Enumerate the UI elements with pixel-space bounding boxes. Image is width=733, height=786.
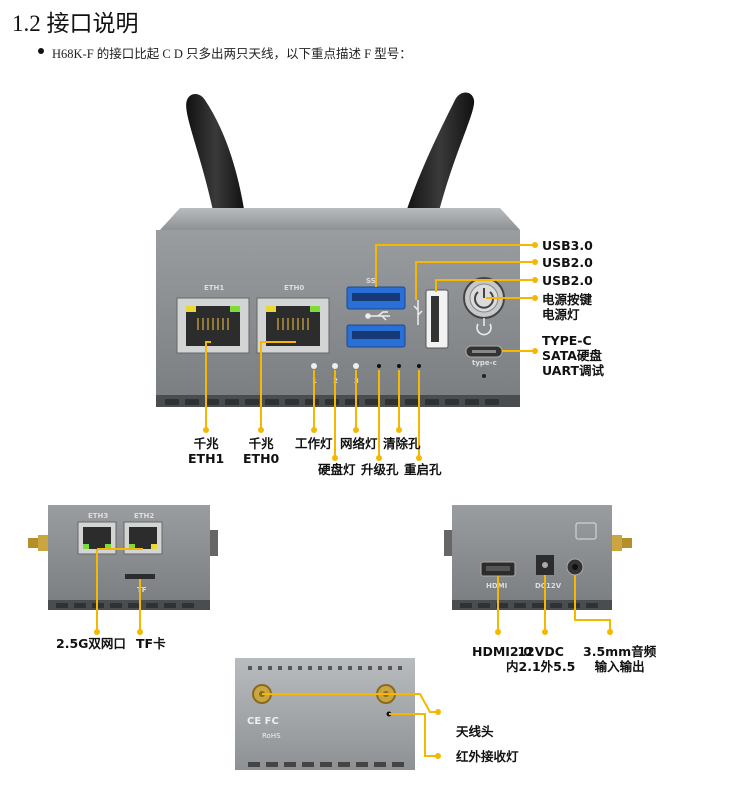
rohs-mark: RoHS (262, 732, 281, 740)
label-eth0-line2: ETH0 (243, 451, 280, 466)
right-callout-dots (495, 629, 613, 635)
eth0-mark: ETH0 (284, 284, 304, 292)
label-usb20b: USB2.0 (542, 273, 593, 288)
left-callout-dots (94, 629, 143, 635)
label-power-line1: 电源按键 (542, 292, 593, 307)
eth1-port (176, 297, 250, 354)
label-ir: 红外接收灯 (456, 749, 519, 764)
section-heading: 1.2 接口说明 (12, 4, 139, 38)
side-right-view (444, 505, 632, 610)
section-number: 1.2 (12, 11, 41, 36)
label-typec-line2: SATA硬盘 (542, 348, 602, 363)
left-callout-lines (96, 548, 143, 632)
label-audio-line2: 输入输出 (594, 659, 645, 674)
label-tf-card: TF卡 (136, 636, 166, 651)
label-hdmi: HDMI2.0 (472, 644, 533, 659)
usb-vertical-symbol-icon (413, 300, 423, 325)
typec-mark: type-c (472, 359, 497, 367)
right-callout-lines (497, 575, 611, 632)
label-dual-port: 2.5G双网口 (56, 636, 126, 651)
front-callout-lines (205, 244, 535, 458)
label-hdd-led: 硬盘灯 (318, 462, 356, 477)
front-callout-dots (203, 242, 538, 461)
top-callout-dots (435, 709, 441, 759)
label-eth1-line1: 千兆 (193, 436, 219, 451)
case-bottom-grille (156, 395, 520, 407)
label-dc-line1: 12VDC (517, 644, 564, 659)
label-typec-line1: TYPE-C (542, 333, 592, 348)
label-network-led: 网络灯 (340, 436, 378, 451)
power-button (463, 277, 505, 319)
hdmi-mark: HDMI (486, 582, 507, 590)
label-audio: 3.5mm音频输入输出 (583, 644, 656, 674)
label-audio-line1: 3.5mm音频 (583, 644, 657, 659)
label-eth1-line2: ETH1 (188, 451, 225, 466)
label-power-line2: 电源灯 (542, 307, 580, 322)
intro-text: H68K-F 的接口比起 C D 只多出两只天线，以下重点描述 F 型号： (52, 47, 412, 61)
typec-hole (482, 374, 486, 378)
typec-port (465, 345, 503, 358)
label-clear-hole: 清除孔 (383, 436, 421, 451)
label-antenna: 天线头 (456, 724, 494, 739)
label-work-led: 工作灯 (295, 436, 333, 451)
antenna-right (405, 92, 475, 215)
intro-bullet: H68K-F 的接口比起 C D 只多出两只天线，以下重点描述 F 型号： (38, 43, 412, 62)
section-title: 接口说明 (46, 11, 139, 36)
top-callout-lines (262, 693, 438, 757)
label-restart-hole: 重启孔 (404, 462, 442, 477)
antenna-left (186, 94, 245, 215)
label-usb30: USB3.0 (542, 238, 593, 253)
usb20-vertical-port (425, 289, 449, 349)
usb-symbol-icon (365, 311, 390, 321)
top-view (235, 658, 415, 770)
eth1-mark: ETH1 (204, 284, 224, 292)
dc-mark: DC12V (535, 582, 562, 590)
eth2-mark: ETH2 (134, 512, 154, 520)
ce-fc-mark: CE FC (247, 716, 279, 727)
usb30-port (346, 286, 406, 310)
label-eth0-line1: 千兆 (248, 436, 274, 451)
power-led-icon (476, 318, 492, 336)
usb-ss-mark: SS (366, 277, 376, 285)
side-left-view (28, 505, 218, 610)
eth3-mark: ETH3 (88, 512, 108, 520)
tf-mark: TF (137, 586, 147, 594)
label-upgrade-hole: 升级孔 (361, 462, 399, 477)
label-dc-line2: 内2.1外5.5 (506, 659, 576, 674)
case-top (160, 208, 520, 230)
holes (377, 364, 421, 368)
label-usb20a: USB2.0 (542, 255, 593, 270)
label-typec-line3: UART调试 (542, 363, 605, 378)
indicator-leds (311, 363, 359, 369)
bullet-dot (38, 48, 44, 54)
usb20-port (346, 324, 406, 348)
eth0-port (256, 297, 330, 354)
label-power: 电源按键电源灯 (542, 292, 592, 322)
